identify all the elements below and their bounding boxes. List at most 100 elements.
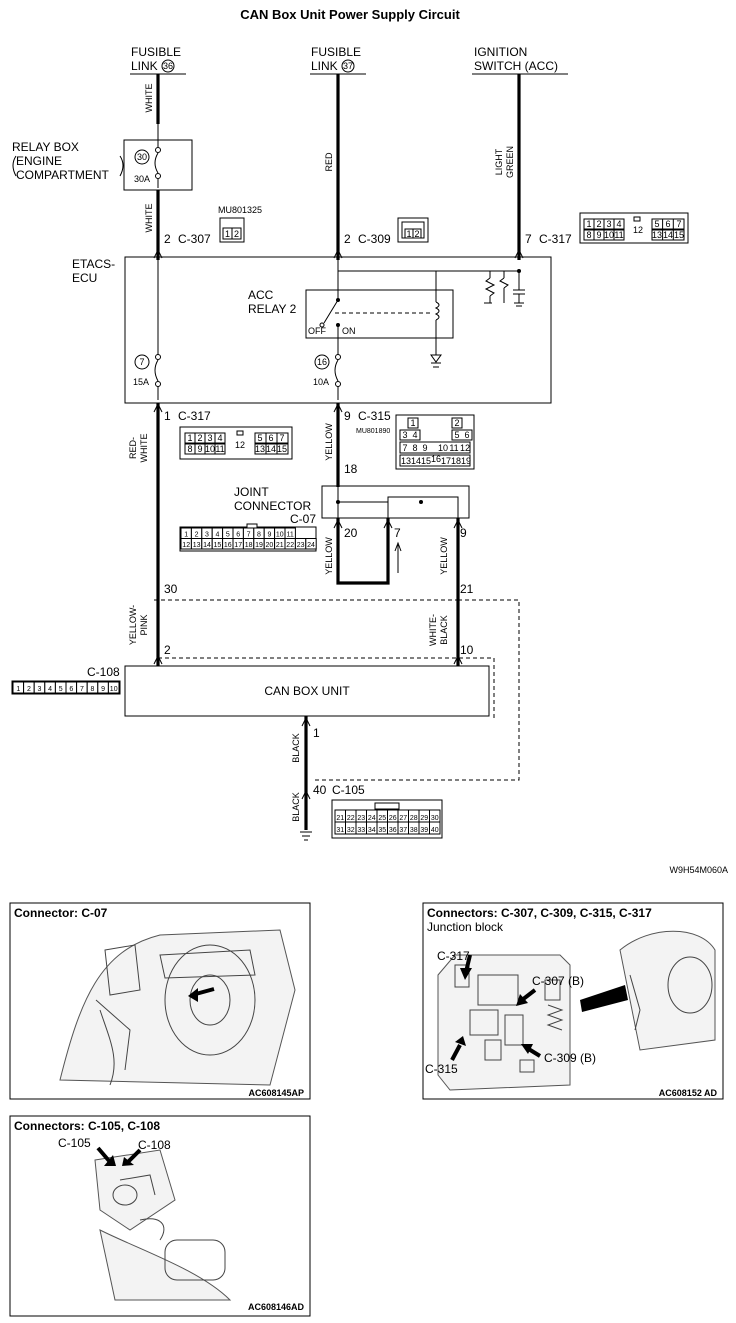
- c105-pin-label: 21: [336, 815, 344, 822]
- joint-node-right: [419, 500, 423, 504]
- c317t-p2: 2: [596, 219, 601, 229]
- c07-pin-label: 22: [286, 542, 294, 549]
- pin-arrow-c317-bot: [153, 402, 163, 413]
- diode-icon: [430, 354, 442, 363]
- wire-label-red-white-1: RED-: [128, 437, 138, 459]
- pin-c317-bot: 1: [164, 409, 171, 423]
- joint-connector-box: [321, 485, 470, 519]
- c07-pin-label: 11: [287, 532, 294, 539]
- c105-pin-label: 34: [368, 827, 376, 834]
- c108-pin-label: 1: [16, 686, 20, 693]
- c317t-p5: 5: [654, 219, 659, 229]
- wire-label-light: LIGHT: [494, 148, 504, 175]
- acc-relay-box: [305, 289, 454, 339]
- flow-arrow-head: [394, 541, 402, 552]
- conn-c309: C-309: [358, 232, 391, 246]
- c105-pin-label: 23: [357, 815, 365, 822]
- joint-connector-label-2: CONNECTOR: [234, 499, 311, 513]
- c317t-p7: 7: [676, 219, 681, 229]
- c317b-p11: 11: [215, 444, 224, 454]
- c315-p7: 7: [402, 443, 407, 453]
- locator-jb-title: Connectors: C-307, C-309, C-315, C-317: [427, 906, 652, 920]
- pin-c307: 2: [164, 232, 171, 246]
- c105-pin-label: 22: [347, 815, 355, 822]
- wire-label-yellow-2: YELLOW: [324, 537, 334, 575]
- locator-c105-title: Connectors: C-105, C-108: [14, 1119, 160, 1133]
- c105-pin-label: 40: [431, 827, 439, 834]
- locator-c07-title: Connector: C-07: [14, 906, 108, 920]
- etacs-label: ETACS-: [72, 257, 115, 271]
- fusible-link-37-label-2: LINK: [311, 59, 338, 73]
- c105-pin-label: 28: [410, 815, 418, 822]
- c309-cell-2: [412, 228, 422, 239]
- c07-pin-label: 15: [214, 542, 222, 549]
- pin-arrow-2: [153, 654, 163, 665]
- c105-pin-label: 29: [420, 815, 428, 822]
- c317b-p8: 8: [187, 444, 192, 454]
- c07-pin-label: 19: [255, 542, 263, 549]
- locator-jb-code: AC608152 AD: [659, 1088, 718, 1098]
- fuse-7-amp: 15A: [133, 377, 149, 387]
- c07-pin-label: 2: [195, 532, 199, 539]
- fuse-16-term-bot: [335, 381, 341, 387]
- fusible-link-37-label: FUSIBLE: [311, 45, 361, 59]
- pin-arrow-c105: [301, 789, 311, 800]
- c07-pin-label: 20: [266, 542, 274, 549]
- pin-j9: 9: [460, 526, 467, 540]
- wire-label-green: GREEN: [505, 146, 515, 178]
- pin-arrow-c307: [153, 248, 163, 259]
- fuse-16-element: [334, 359, 339, 382]
- conn-c108: C-108: [87, 665, 120, 679]
- wire-label-red-white-2: WHITE: [139, 434, 149, 463]
- locator-jb-c309: C-309 (B): [544, 1051, 596, 1065]
- c315-p10: 10: [438, 443, 448, 453]
- c315-p2: 2: [454, 418, 459, 428]
- locator-c07-code: AC608145AP: [248, 1088, 304, 1098]
- locator-jb-panel: [422, 902, 724, 1100]
- fuse-30-element: [154, 124, 159, 188]
- pin-10: 10: [460, 643, 474, 657]
- fusible-link-37-badge: [341, 59, 355, 73]
- c07-pin-label: 13: [193, 542, 201, 549]
- pin-arrow-c317-top: [514, 248, 524, 259]
- c105-pin-label: 25: [378, 815, 386, 822]
- pin-j7: 7: [394, 526, 401, 540]
- fuse-16-badge: [314, 354, 330, 370]
- can-box-unit: [124, 665, 490, 717]
- fuse-7-term-bot: [155, 381, 161, 387]
- ground-icon: [300, 831, 312, 841]
- c07-cell: [305, 538, 317, 550]
- fusible-link-36-num: 36: [163, 61, 173, 71]
- relay-box-label-3: COMPARTMENT: [16, 168, 110, 182]
- arrow-c317-head: [460, 968, 472, 980]
- c317b-p1: 1: [187, 433, 192, 443]
- wire-label-yellow-pink-2: PINK: [139, 614, 149, 635]
- wire-label-white-top: WHITE: [144, 84, 154, 113]
- pin-1: 1: [313, 726, 320, 740]
- pin-c315: 9: [344, 409, 351, 423]
- locator-c105-code: AC608146AD: [248, 1302, 305, 1312]
- diagram-code: W9H54M060A: [669, 865, 728, 875]
- harness-dashed-outer: [313, 599, 520, 781]
- c105-pin-label: 26: [389, 815, 397, 822]
- pin-arrow-10: [453, 654, 463, 665]
- wire-label-black-2: BLACK: [291, 792, 301, 822]
- c315-p13: 13: [401, 456, 411, 466]
- c315-p15: 15: [421, 456, 431, 466]
- c105-pin-label: 33: [357, 827, 365, 834]
- locator-jb-c317: C-317: [437, 949, 470, 963]
- fuse-30-amp: 30A: [134, 174, 150, 184]
- pin-arrow-1: [301, 716, 311, 727]
- arrow-c307: [520, 988, 537, 1002]
- pin-2: 2: [164, 643, 171, 657]
- fuse-7-element: [154, 359, 159, 382]
- c108-pin-label: 5: [59, 686, 63, 693]
- c07-pin-label: 5: [226, 532, 230, 539]
- acc-relay-contact: [323, 299, 339, 324]
- c315-p1: 1: [410, 418, 415, 428]
- dashboard-illustration-c07: [59, 929, 296, 1086]
- pin-j18: 18: [344, 462, 358, 476]
